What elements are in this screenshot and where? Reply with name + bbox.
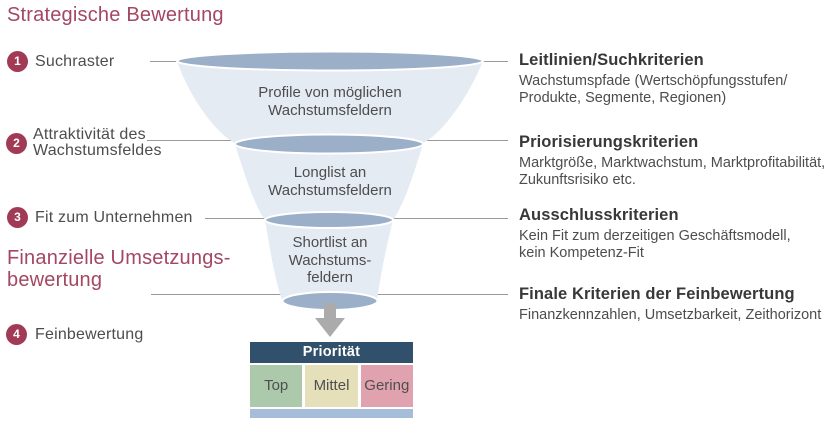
funnel-tier1-body — [177, 61, 483, 153]
step-2-badge: 2 — [6, 133, 27, 154]
criteria-block-final: Finale Kriterien der Feinbewertung Finan… — [519, 285, 821, 324]
priority-table: Priorität Top Mittel Gering — [250, 342, 413, 418]
funnel-tier3-body — [265, 220, 393, 310]
criteria-block-search: Leitlinien/Suchkriterien Wachstumspfade … — [519, 51, 787, 107]
criteria-description: Kein Fit zum derzeitigen Geschäftsmodell… — [519, 228, 791, 261]
down-arrow-icon — [315, 303, 345, 337]
funnel-tier2-body — [235, 144, 423, 228]
priority-table-header: Priorität — [250, 342, 413, 363]
criteria-heading: Leitlinien/Suchkriterien — [519, 51, 704, 69]
financial-evaluation-heading: Finanzielle Umsetzungs- bewertung — [7, 247, 231, 291]
criteria-heading: Priorisierungskriterien — [519, 133, 699, 151]
criteria-description: Wachstumspfade (Wertschöpfungsstufen/ Pr… — [519, 73, 788, 106]
priority-cell-mittel: Mittel — [305, 365, 358, 407]
step-4-badge: 4 — [6, 324, 27, 345]
criteria-description: Finanzkennzahlen, Umsetzbarkeit, Zeithor… — [519, 307, 822, 323]
step-2-label: Attraktivität des Wachstumsfeldes — [33, 126, 162, 159]
priority-cell-top: Top — [250, 365, 303, 407]
criteria-block-exclusion: Ausschlusskriterien Kein Fit zum derzeit… — [519, 206, 791, 262]
funnel-mouth-3 — [264, 211, 394, 229]
funnel-mouth-2 — [234, 133, 424, 155]
funnel-mouth-1 — [176, 50, 484, 72]
step-3-badge: 3 — [7, 207, 28, 228]
step-4-label: Feinbewertung — [35, 326, 144, 343]
step-1-label: Suchraster — [35, 53, 115, 70]
priority-table-footer-bar — [250, 409, 413, 418]
page-title: Strategische Bewertung — [7, 4, 224, 26]
funnel-stage-1-label: Profile von möglichen Wachstumsfeldern — [258, 84, 402, 119]
criteria-heading: Finale Kriterien der Feinbewertung — [519, 285, 795, 303]
criteria-block-prioritization: Priorisierungskriterien Marktgröße, Mark… — [519, 133, 825, 189]
funnel-stage-2-label: Longlist an Wachstumsfeldern — [268, 164, 392, 199]
priority-cell-gering: Gering — [360, 365, 413, 407]
criteria-heading: Ausschlusskriterien — [519, 206, 679, 224]
step-3-label: Fit zum Unternehmen — [35, 209, 193, 226]
funnel-stage-3-label: Shortlist an Wachstums- feldern — [288, 234, 372, 286]
criteria-description: Marktgröße, Marktwachstum, Marktprofitab… — [519, 155, 826, 188]
priority-table-row: Top Mittel Gering — [250, 365, 413, 407]
step-1-badge: 1 — [7, 51, 28, 72]
